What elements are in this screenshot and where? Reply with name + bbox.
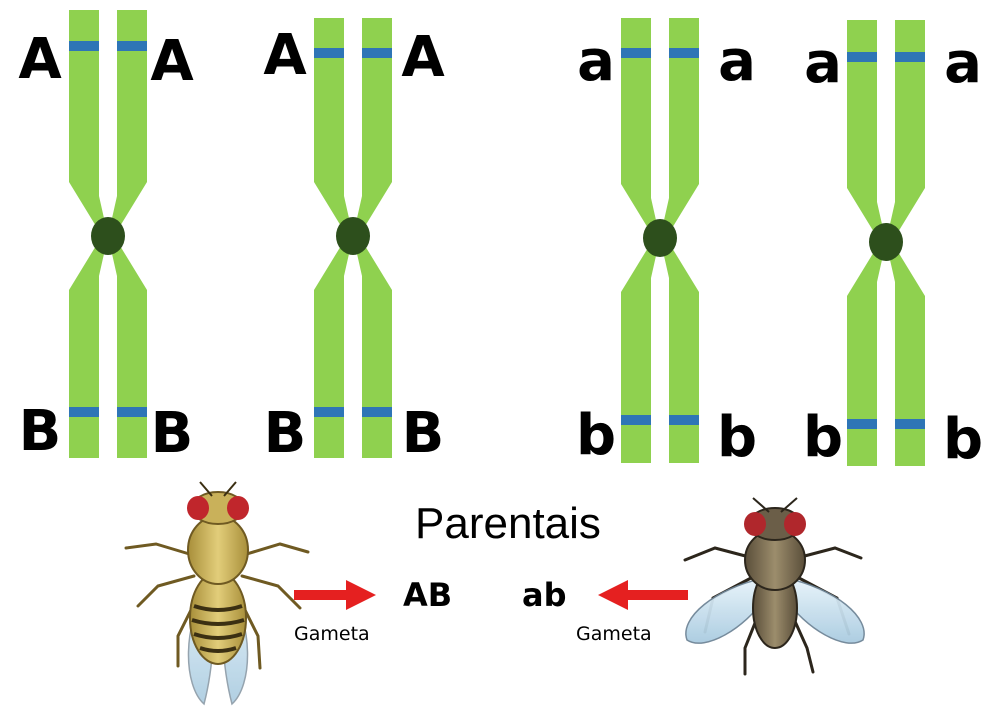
centromere (643, 219, 677, 257)
allele-label-top-left: A (18, 27, 62, 92)
gamete-label-dominant: AB (403, 576, 452, 614)
chromosome-4: a a b b (803, 20, 983, 472)
gene-band (847, 419, 877, 429)
gamete-caption-right: Gameta (576, 623, 652, 645)
chromosome-3: a a b b (576, 18, 757, 470)
gamete-arrow-left (294, 580, 376, 610)
chromosome-1: A A B B (18, 10, 194, 466)
gene-band (895, 52, 925, 62)
allele-label-top-left: a (804, 31, 842, 96)
gene-band (621, 415, 651, 425)
allele-label-bottom-left: B (264, 401, 307, 466)
gene-band (314, 48, 344, 58)
gene-band (362, 407, 392, 417)
gamete-label-recessive: ab (522, 576, 567, 614)
allele-label-top-right: A (401, 25, 445, 90)
gene-band (895, 419, 925, 429)
allele-label-bottom-right: b (717, 405, 757, 470)
centromere (91, 217, 125, 255)
allele-label-bottom-left: b (803, 405, 843, 470)
allele-label-top-right: a (718, 29, 756, 94)
allele-label-bottom-right: b (943, 407, 983, 472)
allele-label-top-left: A (263, 23, 307, 88)
gene-band (621, 48, 651, 58)
centromere (336, 217, 370, 255)
gene-band (847, 52, 877, 62)
gene-band (117, 407, 147, 417)
gene-band (669, 415, 699, 425)
allele-label-bottom-right: B (151, 401, 194, 466)
gene-band (314, 407, 344, 417)
gene-band (69, 41, 99, 51)
allele-label-bottom-left: B (19, 399, 62, 464)
gene-band (117, 41, 147, 51)
centromere (869, 223, 903, 261)
chromosome-2: A A B B (263, 18, 445, 466)
gene-band (362, 48, 392, 58)
fruit-fly-mutant-icon (685, 498, 864, 674)
gene-band (69, 407, 99, 417)
gamete-arrow-right (598, 580, 688, 610)
allele-label-top-left: a (577, 29, 615, 94)
fruit-fly-wild-type-icon (126, 482, 308, 704)
allele-label-bottom-right: B (402, 401, 445, 466)
gene-band (669, 48, 699, 58)
title-parentais: Parentais (415, 499, 601, 548)
allele-label-bottom-left: b (576, 403, 616, 468)
allele-label-top-right: a (944, 31, 982, 96)
gamete-caption-left: Gameta (294, 623, 370, 645)
allele-label-top-right: A (150, 29, 194, 94)
